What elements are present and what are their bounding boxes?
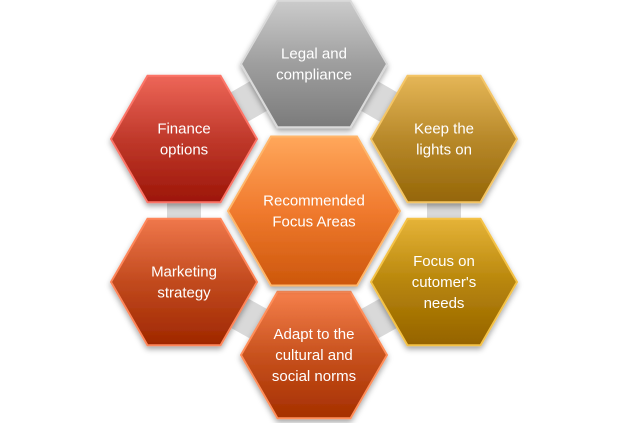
needs-label-line: needs [424,295,465,312]
adapt-label-line: cultural and [275,347,353,364]
hexagon-marketing: Marketing strategy [109,217,259,347]
finance-hexagon-shape [109,74,259,204]
finance-label-line: options [160,142,208,159]
needs-label-line: cutomer's [412,274,477,291]
hexagon-finance: Finance options [109,74,259,204]
lights-label-line: Keep the [414,121,474,138]
adapt-hexagon-shape [239,290,389,420]
legal-label-line: compliance [276,67,352,84]
lights-label-line: lights on [416,142,472,159]
center-hexagon-shape [226,135,402,287]
adapt-label-line: social norms [272,368,356,385]
marketing-label-line: Marketing [151,264,217,281]
hexagon-adapt: Adapt to the cultural and social norms [239,290,389,420]
legal-label-line: Legal and [281,46,347,63]
finance-label-line: Finance [157,121,210,138]
hexagon-lights: Keep the lights on [369,74,519,204]
marketing-hexagon-shape [109,217,259,347]
adapt-label-line: Adapt to the [274,326,355,343]
center-label-line: Recommended [263,193,365,210]
needs-label-line: Focus on [413,253,475,270]
hexagon-legal: Legal and compliance [239,0,389,129]
legal-hexagon-shape [239,0,389,129]
marketing-label-line: strategy [157,285,211,302]
needs-hexagon-shape [369,217,519,347]
lights-hexagon-shape [369,74,519,204]
hexagon-needs: Focus on cutomer's needs [369,217,519,347]
center-label-line: Focus Areas [272,214,355,231]
